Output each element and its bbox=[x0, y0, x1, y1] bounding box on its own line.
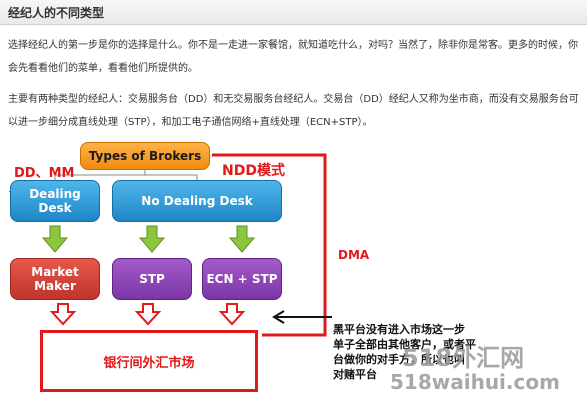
no-dealing-desk-box: No Dealing Desk bbox=[112, 180, 282, 222]
red-arrow bbox=[218, 303, 246, 326]
green-arrow bbox=[41, 225, 69, 253]
green-arrow bbox=[228, 225, 256, 253]
black-platform-note-line: 单子全部由其他客户，或者平 bbox=[333, 338, 476, 351]
black-arrow-head bbox=[272, 310, 285, 324]
interbank-market-box: 银行间外汇市场 bbox=[40, 330, 258, 392]
market-maker-box: Market Maker bbox=[10, 258, 100, 300]
green-arrow bbox=[138, 225, 166, 253]
section-header bbox=[0, 0, 587, 25]
intro-paragraph: 选择经纪人的第一步是你的选择是什么。你不是一走进一家餐馆，就知道吃什么，对吗？当… bbox=[8, 40, 578, 74]
dealing-desk-box: Dealing Desk bbox=[10, 180, 100, 222]
dma-label: DMA bbox=[338, 248, 370, 262]
black-platform-note-line: 台做你的对手方，所以也叫 bbox=[333, 353, 465, 366]
root-connector bbox=[54, 170, 146, 180]
black-platform-note-line: 黑平台没有进入市场这一步 bbox=[333, 323, 465, 336]
ndd-mode-label: NDD模式 bbox=[222, 163, 285, 179]
dma-bracket bbox=[212, 153, 327, 337]
dd-mm-label: DD、MM bbox=[14, 166, 75, 181]
stp-box: STP bbox=[112, 258, 192, 300]
root-connector bbox=[145, 174, 198, 180]
watermark-cn: 518外汇网 bbox=[402, 344, 525, 372]
black-platform-note-line: 对赌平台 bbox=[333, 368, 377, 381]
ecn-stp-box: ECN + STP bbox=[202, 258, 282, 300]
watermark-url: 518waihui.com bbox=[390, 370, 560, 394]
red-arrow bbox=[49, 303, 77, 326]
red-arrow bbox=[134, 303, 162, 326]
section-title: 经纪人的不同类型 bbox=[8, 6, 105, 20]
broker-types-paragraph: 主要有两种类型的经纪人：交易服务台（DD）和无交易服务台经纪人。交易台（DD）经… bbox=[8, 94, 579, 128]
types-of-brokers-box: Types of Brokers bbox=[80, 142, 210, 170]
